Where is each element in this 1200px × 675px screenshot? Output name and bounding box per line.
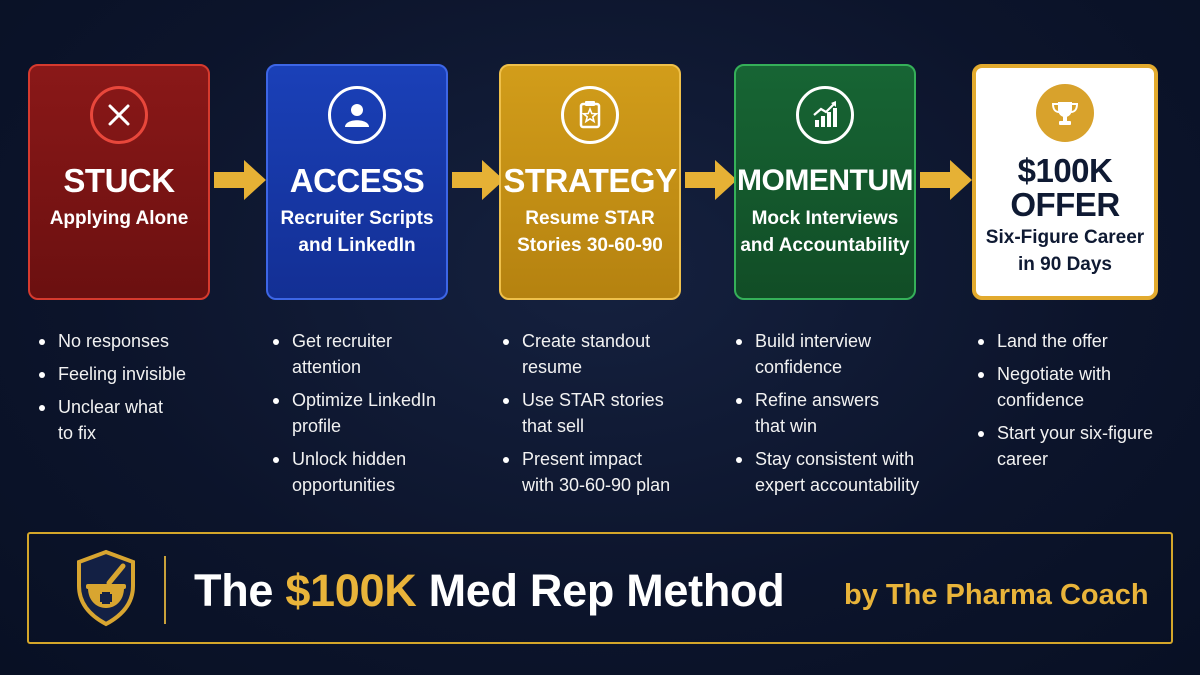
banner-title-highlight: $100K [285,565,417,616]
step-bullets-stuck: No responses Feeling invisible Unclear w… [36,328,226,453]
banner-title-text: The [194,565,286,616]
step-subtitle-line: Stories 30-60-90 [517,235,663,256]
step-title-line: OFFER [1010,186,1120,223]
bullet-item: Feeling invisible [36,361,226,387]
step-subtitle-line: Resume STAR [525,208,655,229]
shield-mortar-pestle-icon [77,549,135,627]
method-banner: The $100K Med Rep Method by The Pharma C… [27,532,1173,644]
step-title-line: $100K [1017,152,1113,189]
user-icon [328,86,386,144]
step-subtitle-line: Recruiter Scripts [280,208,434,229]
step-title: MOMENTUM [737,164,913,197]
step-card-access: ACCESS Recruiter Scripts and LinkedIn [266,64,448,300]
trophy-icon [1036,84,1094,142]
step-subtitle: Applying Alone [50,205,189,232]
x-circle-icon [90,86,148,144]
step-title: $100K OFFER [1010,152,1120,223]
step-title: STRATEGY [503,162,677,199]
step-subtitle: Six-Figure Career in 90 Days [986,224,1144,278]
banner-divider [164,556,166,624]
step-subtitle-line: in 90 Days [1018,254,1112,275]
step-subtitle: Recruiter Scripts and LinkedIn [280,205,433,259]
step-card-strategy: STRATEGY Resume STAR Stories 30-60-90 [499,64,681,300]
step-card-momentum: MOMENTUM Mock Interviews and Accountabil… [734,64,916,300]
step-card-stuck: STUCK Applying Alone [28,64,210,300]
step-subtitle-line: Mock Interviews [751,208,899,229]
clipboard-star-icon [561,86,619,144]
step-subtitle-line: Applying Alone [49,208,189,229]
step-subtitle-line: and Accountability [740,235,910,256]
banner-title: The $100K Med Rep Method [194,565,785,617]
bullet-item: Land the offer [975,328,1190,354]
step-title: ACCESS [289,162,425,199]
banner-title-text: Med Rep Method [416,565,785,616]
step-card-offer: $100K OFFER Six-Figure Career in 90 Days [972,64,1158,300]
step-subtitle-line: and LinkedIn [298,235,416,256]
arrow-right-icon [685,160,737,200]
growth-chart-icon [796,86,854,144]
arrow-right-icon [214,160,266,200]
step-subtitle: Mock Interviews and Accountability [740,205,909,259]
step-subtitle: Resume STAR Stories 30-60-90 [517,205,663,259]
bullet-item: No responses [36,328,226,354]
step-title: STUCK [63,162,175,199]
arrow-right-icon [452,160,504,200]
banner-byline: by The Pharma Coach [844,579,1149,611]
step-subtitle-line: Six-Figure Career [985,227,1145,248]
arrow-right-icon [920,160,972,200]
